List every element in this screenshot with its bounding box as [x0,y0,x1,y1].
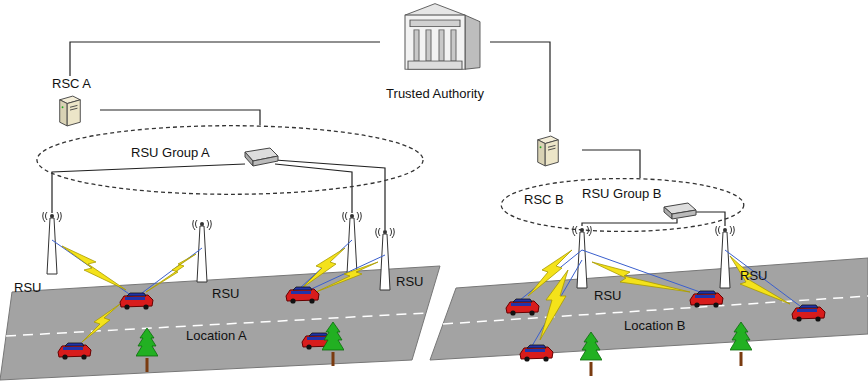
node-shape [35,125,425,195]
group-ellipse: RSU Group A [35,125,425,195]
rsu-label: RSU [740,268,767,284]
node-label: RSU Group A [131,145,210,161]
node-label: RSC B [524,192,564,208]
network-link [70,42,380,76]
rsu-label: RSU [212,286,239,302]
rsu-label: RSU [14,280,41,296]
node-shape [380,2,490,84]
location-label: Location B [624,318,685,334]
node-label: Trusted Authority [380,86,490,102]
group-ellipse: RSU Group B [500,178,745,232]
node-shape [56,94,84,128]
network-link [100,110,260,125]
network-link [582,150,640,178]
node-label: RSC A [52,76,91,92]
location-label: Location A [186,328,247,344]
server-icon: RSC A [40,76,100,130]
network-link [490,42,550,132]
node-label: RSU Group B [582,186,661,202]
rsu-label: RSU [594,288,621,304]
node-shape [534,134,562,168]
rsu-label: RSU [396,274,423,290]
authority-building: Trusted Authority [380,2,490,104]
server-icon: RSC B [518,132,582,210]
